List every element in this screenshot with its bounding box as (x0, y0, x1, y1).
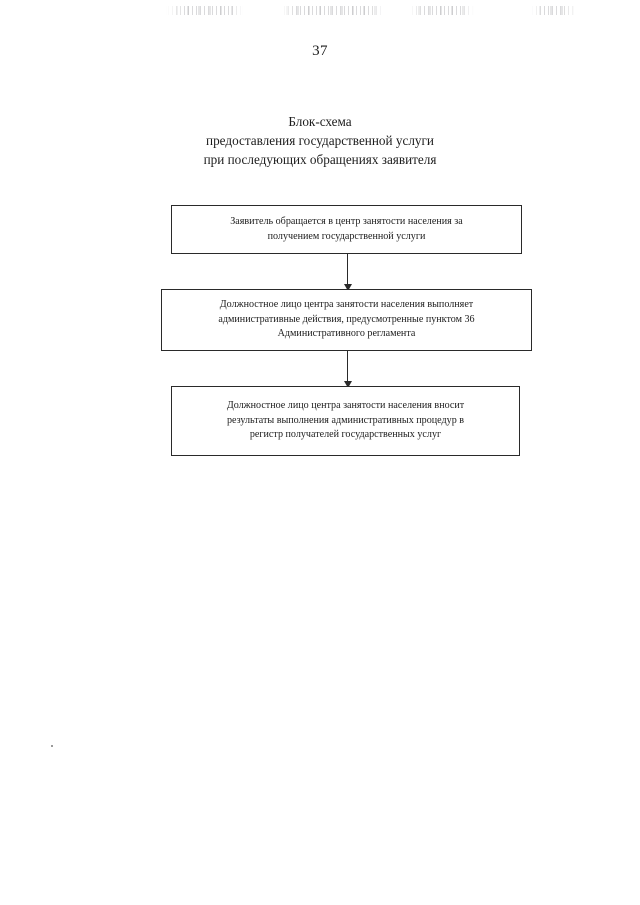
flowchart-node-2-line-2: административные действия, предусмотренн… (218, 313, 475, 325)
arrow-stem (346, 351, 349, 382)
flowchart-node-3-line-3: регистр получателей государственных услу… (249, 429, 442, 441)
flowchart-node-3: Должностное лицо центра занятости населе… (171, 386, 520, 456)
flowchart-node-2-line-1: Должностное лицо центра занятости населе… (219, 299, 474, 311)
flowchart-node-3-text: Должностное лицо центра занятости населе… (227, 399, 464, 443)
page-title-line-2: предоставления государственной услуги (206, 133, 434, 148)
page-title-line-3: при последующих обращениях заявителя (203, 152, 437, 167)
flowchart-node-3-line-2: результаты выполнения административных п… (226, 414, 465, 426)
page-number: 37 (312, 43, 328, 59)
flowchart-node-2: Должностное лицо центра занятости населе… (161, 289, 532, 351)
flowchart-node-1-line-1: Заявитель обращается в центр занятости н… (230, 215, 463, 227)
flowchart-node-2-line-3: Административного регламента (277, 328, 416, 340)
flowchart-node-1: Заявитель обращается в центр занятости н… (171, 205, 522, 254)
page-title: Блок-схема предоставления государственно… (0, 112, 640, 169)
flowchart-arrow-1 (341, 254, 354, 291)
flowchart-node-3-line-1: Должностное лицо центра занятости населе… (226, 400, 465, 412)
flowchart-node-2-text: Должностное лицо центра занятости населе… (218, 298, 474, 342)
arrow-head-down-icon (343, 381, 352, 388)
flowchart-node-1-line-2: получением государственной услуги (267, 230, 426, 242)
flowchart-arrow-2 (341, 351, 354, 388)
arrow-stem (346, 254, 349, 285)
arrow-head-down-icon (343, 284, 352, 291)
flowchart-node-1-text: Заявитель обращается в центр занятости н… (230, 215, 463, 244)
page-title-line-1: Блок-схема (288, 114, 352, 129)
